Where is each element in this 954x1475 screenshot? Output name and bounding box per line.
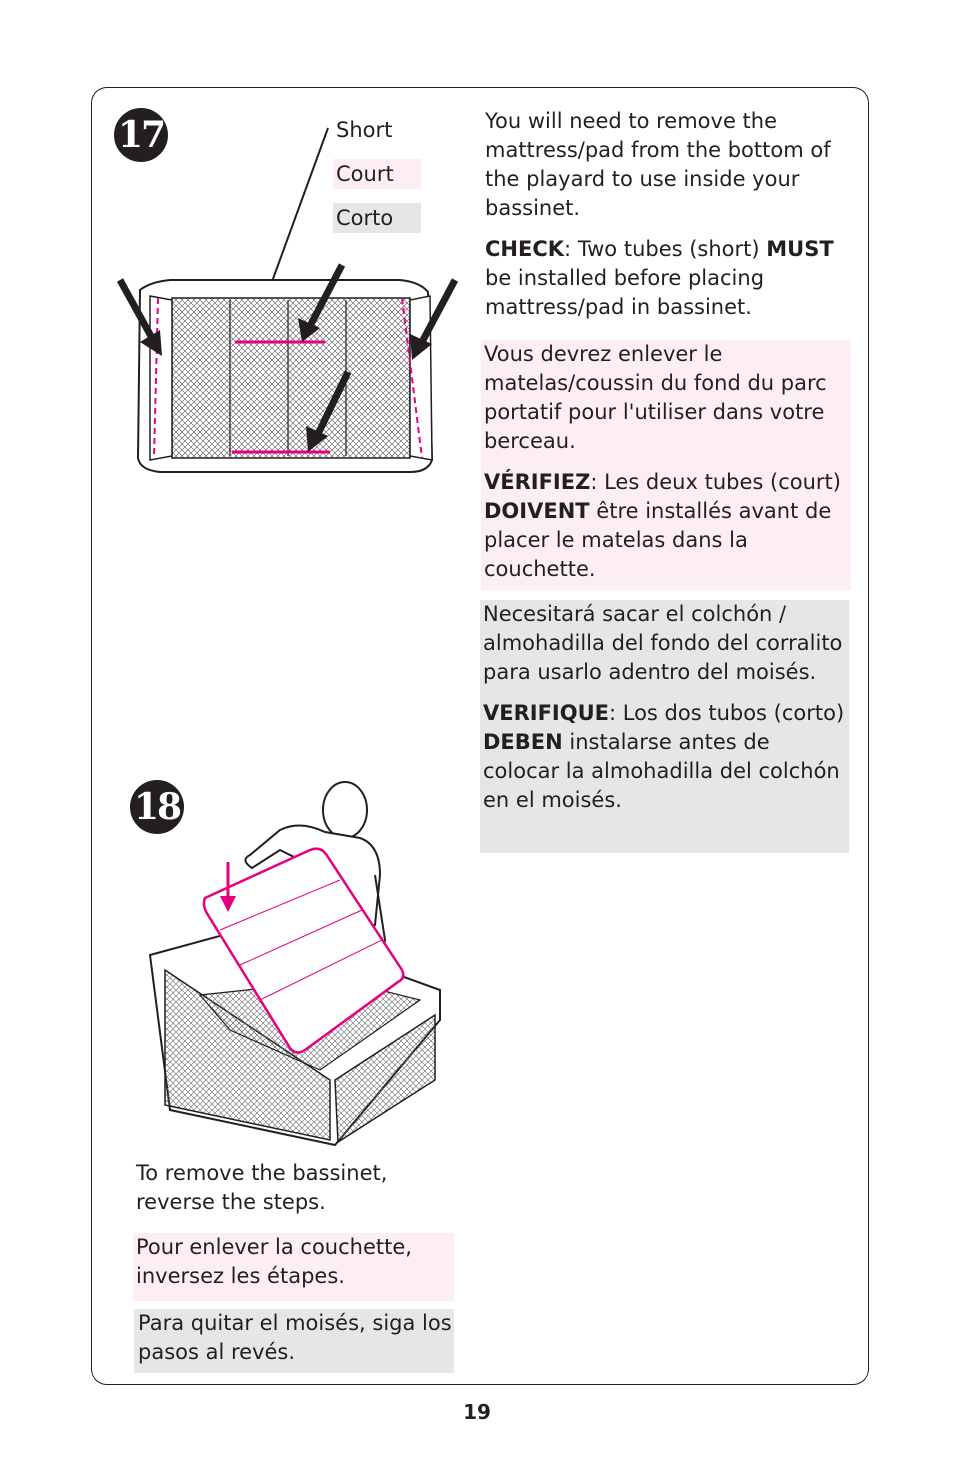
english-block: You will need to remove the mattress/pad… — [485, 107, 850, 334]
spanish-check-label: VERIFIQUE — [483, 701, 609, 725]
french-block: Vous devrez enlever le matelas/coussin d… — [481, 340, 851, 590]
step-18-badge: 18 — [130, 780, 184, 834]
english-check-text-1: : Two tubes (short) — [564, 237, 767, 261]
label-corto: Corto — [333, 203, 421, 233]
spanish-block: Necesitará sacar el colchón / almohadill… — [480, 600, 849, 853]
step-17-badge: 17 — [114, 108, 168, 162]
instruction-frame — [91, 87, 869, 1385]
down-arrow-icon — [220, 862, 236, 912]
english-must: MUST — [766, 237, 834, 261]
english-check: CHECK: Two tubes (short) MUST be install… — [485, 235, 850, 322]
place-mattress-illustration — [148, 781, 441, 1147]
spanish-intro: Necesitará sacar el colchón / almohadill… — [483, 602, 843, 684]
english-check-label: CHECK — [485, 237, 565, 261]
label-short: Short — [336, 118, 393, 142]
spanish-check: VERIFIQUE: Los dos tubos (corto) DEBEN i… — [483, 699, 849, 815]
french-check: VÉRIFIEZ: Les deux tubes (court) DOIVENT… — [484, 468, 851, 584]
french-check-text-2: être installés avant de placer le matela… — [484, 499, 832, 581]
remove-french: Pour enlever la couchette, inversez les … — [133, 1233, 454, 1301]
label-court: Court — [333, 159, 421, 189]
spanish-check-text-1: : Los dos tubos (corto) — [609, 701, 845, 725]
english-intro: You will need to remove the mattress/pad… — [485, 109, 831, 220]
remove-spanish: Para quitar el moisés, siga los pasos al… — [134, 1309, 454, 1373]
french-intro: Vous devrez enlever le matelas/coussin d… — [484, 342, 827, 453]
playard-top-illustration — [116, 127, 459, 473]
french-must: DOIVENT — [484, 499, 590, 523]
french-check-text-1: : Les deux tubes (court) — [590, 470, 841, 494]
spanish-must: DEBEN — [483, 730, 563, 754]
page-number: 19 — [463, 1400, 491, 1424]
spanish-check-text-2: instalarse antes de colocar la almohadil… — [483, 730, 840, 812]
english-check-text-2: be installed before placing mattress/pad… — [485, 266, 765, 319]
remove-english: To remove the bassinet, reverse the step… — [136, 1161, 388, 1214]
french-check-label: VÉRIFIEZ — [484, 470, 591, 494]
